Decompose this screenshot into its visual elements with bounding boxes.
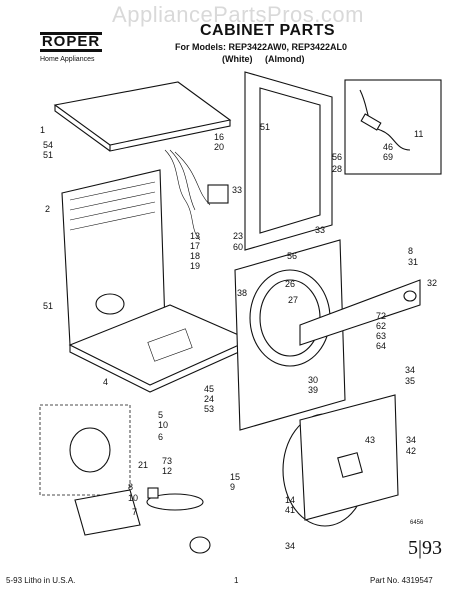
callout-label: 53	[204, 404, 214, 414]
model-numbers: For Models: REP3422AW0, REP3422AL0	[175, 42, 348, 52]
pulley	[147, 487, 159, 499]
callout-label: 17	[190, 241, 200, 251]
callout-label: 10	[158, 420, 168, 430]
callout-label: 8	[128, 482, 133, 492]
motor-inset	[39, 404, 131, 496]
callout-label: 19	[190, 261, 200, 271]
model-colors: (White) (Almond)	[222, 54, 305, 64]
callout-label: 34	[405, 365, 415, 375]
callout-label: 42	[406, 446, 416, 456]
footer-part-number: Part No. 4319547	[370, 576, 433, 585]
callout-label: 11	[414, 129, 423, 139]
callout-label: 54	[43, 140, 53, 150]
callout-label: 39	[308, 385, 318, 395]
callout-label: 32	[427, 278, 437, 288]
door-handle	[337, 452, 363, 478]
callout-label: 43	[365, 435, 375, 445]
callout-label: 4	[103, 377, 108, 387]
footer-litho: 5-93 Litho in U.S.A.	[6, 576, 76, 585]
callout-label: 56	[332, 152, 342, 162]
page-title: CABINET PARTS	[200, 22, 336, 39]
footer-page-number: 1	[234, 576, 239, 585]
rear-frame	[244, 71, 333, 251]
callout-label: 31	[408, 257, 418, 267]
callout-label: 24	[204, 394, 214, 404]
drawing-code: 6456	[410, 520, 424, 526]
callout-label: 26	[285, 279, 295, 289]
callout-label: 5	[158, 410, 163, 420]
callout-label: 35	[405, 376, 415, 386]
callout-label: 28	[332, 164, 342, 174]
callout-label: 72	[376, 311, 386, 321]
drive-belt	[146, 493, 204, 511]
callout-label: 73	[162, 456, 172, 466]
callout-label: 8	[408, 246, 413, 256]
callout-label: 34	[285, 541, 295, 551]
callout-label: 64	[376, 341, 386, 351]
console-knob	[403, 290, 417, 302]
watermark: AppliancePartsPros.com	[112, 2, 364, 27]
callout-label: 13	[190, 231, 200, 241]
brand-subtitle: Home Appliances	[40, 56, 95, 63]
callout-label: 30	[308, 375, 318, 385]
callout-label: 51	[43, 150, 53, 160]
idler-pulley	[189, 536, 211, 554]
callout-label: 7	[132, 507, 137, 517]
callout-label: 27	[288, 295, 298, 305]
callout-label: 16	[214, 132, 224, 142]
callout-label: 33	[232, 185, 242, 195]
drawing-date: 5|93	[408, 537, 443, 559]
terminal-block	[207, 184, 229, 204]
motor	[69, 427, 111, 473]
callout-label: 20	[214, 142, 224, 152]
callout-label: 10	[128, 493, 138, 503]
callout-label: 21	[138, 460, 148, 470]
callout-label: 69	[383, 152, 393, 162]
callout-label: 1	[40, 125, 45, 135]
callout-label: 18	[190, 251, 200, 261]
callout-label: 9	[230, 482, 235, 492]
callout-labels: 1 54 51 2 16 20 51 56 28 11 46 69 13 17 …	[40, 122, 437, 551]
callout-label: 12	[162, 466, 172, 476]
callout-label: 60	[233, 242, 243, 252]
callout-label: 14	[285, 495, 295, 505]
motor-mount	[74, 489, 141, 536]
callout-label: 62	[376, 321, 386, 331]
callout-label: 23	[233, 231, 243, 241]
top-panel	[53, 81, 232, 146]
callout-label: 33	[315, 225, 325, 235]
callout-label: 6	[158, 432, 163, 442]
callout-label: 45	[204, 384, 214, 394]
callout-label: 51	[260, 122, 270, 132]
power-cord-inset	[344, 79, 442, 175]
callout-label: 56	[287, 251, 297, 261]
callout-label: 46	[383, 142, 393, 152]
brand-logo: ROPER	[40, 32, 102, 52]
wire-harness	[164, 149, 211, 241]
callout-label: 2	[45, 204, 50, 214]
callout-label: 38	[237, 288, 247, 298]
callout-label: 15	[230, 472, 240, 482]
callout-label: 51	[43, 301, 53, 311]
callout-label: 34	[406, 435, 416, 445]
console	[299, 279, 421, 346]
callout-label: 63	[376, 331, 386, 341]
callout-label: 41	[285, 505, 295, 515]
